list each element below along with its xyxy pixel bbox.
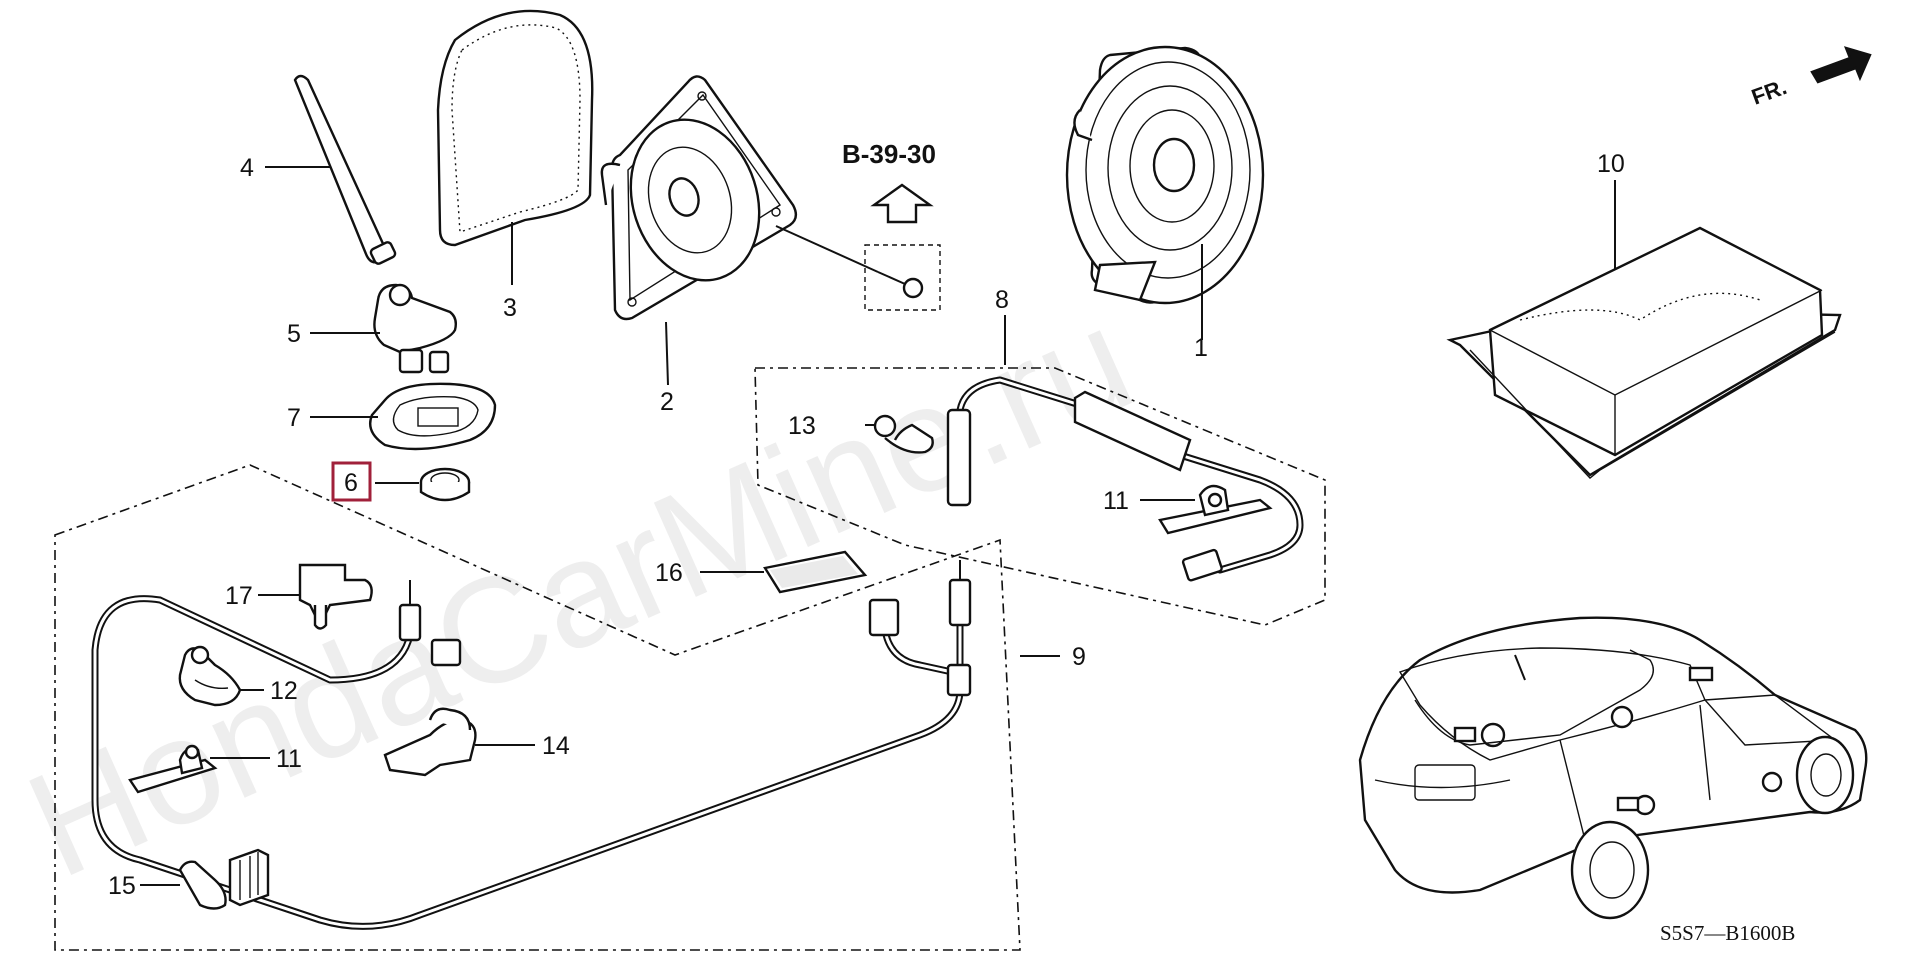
bracket-17-part[interactable]	[298, 563, 373, 630]
cable-clip-15-part[interactable]	[178, 848, 270, 910]
callout-8[interactable]: 8	[995, 286, 1009, 314]
antenna-feeder-lead-part[interactable]	[946, 376, 1304, 582]
callout-5[interactable]: 5	[287, 320, 301, 348]
front-direction-label: FR.	[1748, 74, 1790, 110]
antenna-mast-part[interactable]	[293, 74, 397, 265]
callout-11-lower[interactable]: 11	[276, 745, 302, 773]
callout-6[interactable]: 6	[344, 469, 358, 497]
screw-reference-box	[864, 244, 941, 311]
diagram-code: S5S7—B1600B	[1660, 921, 1795, 945]
front-direction-indicator: FR.	[1748, 46, 1872, 110]
cable-clip-13-part[interactable]	[873, 414, 934, 454]
front-arrow-icon	[1810, 46, 1872, 84]
car-location-illustration	[1358, 616, 1868, 920]
callout-10[interactable]: 10	[1597, 150, 1625, 178]
callout-6-highlight-box	[331, 461, 372, 502]
callout-17[interactable]: 17	[225, 582, 253, 610]
leader-lines	[140, 166, 1616, 886]
antenna-lead-group-outline	[754, 367, 1326, 626]
antenna-nut-part[interactable]	[419, 467, 471, 502]
callout-1[interactable]: 1	[1194, 334, 1208, 362]
callout-15[interactable]: 15	[108, 872, 136, 900]
antenna-cable-group-outline	[54, 464, 1021, 951]
callout-14[interactable]: 14	[542, 732, 570, 760]
door-speaker-small-part[interactable]	[600, 75, 798, 321]
callout-13[interactable]: 13	[788, 412, 816, 440]
speaker-screw[interactable]	[877, 271, 924, 299]
callout-7[interactable]: 7	[287, 404, 301, 432]
cable-clamp-11-upper-part[interactable]	[1158, 484, 1273, 535]
rear-speaker-large-part[interactable]	[1065, 45, 1265, 305]
reference-label[interactable]: B-39-30	[842, 139, 936, 169]
cable-clip-12-part[interactable]	[178, 645, 242, 707]
cable-clamp-11-lower-part[interactable]	[128, 744, 218, 794]
callout-4[interactable]: 4	[240, 154, 254, 182]
callout-11-upper[interactable]: 11	[1103, 487, 1129, 515]
control-unit-part[interactable]	[1446, 226, 1842, 479]
foam-pad-part[interactable]	[763, 550, 868, 594]
antenna-gasket-part[interactable]	[368, 382, 497, 451]
callout-9[interactable]: 9	[1072, 643, 1086, 671]
screw-leader-line	[775, 225, 879, 273]
cable-clamp-14-part[interactable]	[383, 707, 477, 777]
callout-12[interactable]: 12	[270, 677, 298, 705]
reference-arrow-icon	[870, 183, 934, 224]
callout-2[interactable]: 2	[660, 388, 674, 416]
antenna-cable-part[interactable]	[91, 560, 972, 930]
watermark-text: HondaCarMine.ru	[5, 274, 1155, 909]
callout-3[interactable]: 3	[503, 294, 517, 322]
callout-16[interactable]: 16	[655, 559, 683, 587]
antenna-base-part[interactable]	[373, 283, 458, 374]
speaker-cover-part[interactable]	[436, 9, 594, 247]
